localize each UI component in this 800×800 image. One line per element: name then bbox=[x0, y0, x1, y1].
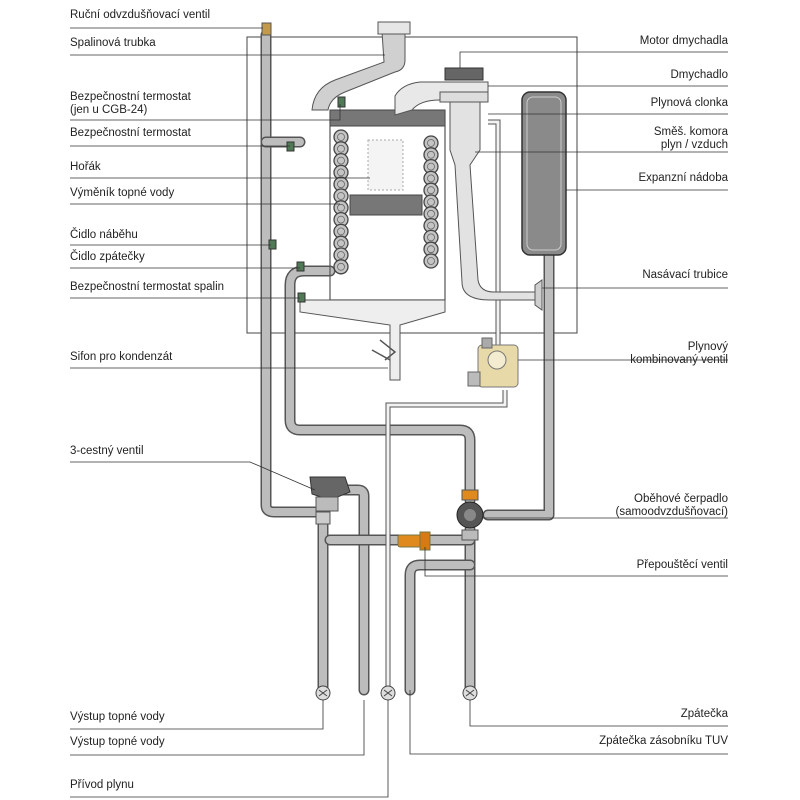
label-sifon-pro-kondenzat: Sifon pro kondenzát bbox=[70, 351, 173, 363]
coil-turn-inner bbox=[427, 150, 435, 159]
label-vymenik-topne-vody: Výměník topné vody bbox=[70, 187, 174, 199]
burner bbox=[367, 139, 404, 191]
coil-turn bbox=[423, 253, 439, 269]
coil-turn-inner bbox=[427, 245, 435, 254]
coil-turn-inner bbox=[337, 192, 345, 200]
coil-turn-inner bbox=[337, 133, 345, 141]
flow-sensor bbox=[268, 239, 277, 250]
coil-turn-inner bbox=[337, 203, 345, 212]
bottom-fittings bbox=[315, 685, 478, 701]
label-prepousteci-ventil: Přepouštěcí ventil bbox=[637, 559, 728, 571]
blower-assembly bbox=[394, 67, 543, 311]
expansion-tank bbox=[521, 91, 567, 256]
label-line: Směš. komora bbox=[654, 126, 729, 138]
label-zpatecka: Zpátečka bbox=[681, 708, 729, 720]
coil-turn-inner bbox=[337, 251, 345, 259]
bypass-valve bbox=[397, 531, 431, 551]
coils-left bbox=[333, 129, 349, 275]
label-trojcestny-ventil: 3-cestný ventil bbox=[70, 445, 144, 457]
leader-line-zpatecka bbox=[469, 700, 728, 727]
heat-exchanger bbox=[299, 109, 446, 381]
manual-air-vent bbox=[261, 22, 272, 36]
label-bezpecnostni-termostat-spalin: Bezpečnostní termostat spalin bbox=[70, 281, 224, 293]
coil-turn-inner bbox=[427, 198, 435, 206]
label-plynova-clonka: Plynová clonka bbox=[651, 97, 729, 109]
pipe-fitting-mark bbox=[465, 689, 475, 697]
label-line: Plynový bbox=[688, 341, 729, 353]
coil-turn-inner bbox=[337, 239, 345, 248]
pipe-fitting-mark bbox=[383, 689, 393, 697]
coil-turn-inner bbox=[337, 215, 345, 224]
coil-turn-inner bbox=[427, 257, 435, 265]
leader-line-vystup-topne-vody-2 bbox=[70, 700, 365, 756]
gas-combination-valve bbox=[467, 337, 519, 388]
flue-gas-thermostat-sensor bbox=[297, 292, 306, 303]
label-line: Bezpečnostní termostat bbox=[70, 91, 192, 103]
safety-thermostat-cgb-sensor bbox=[337, 96, 346, 108]
coil-turn-inner bbox=[427, 221, 435, 230]
label-line: Oběhové čerpadlo bbox=[634, 493, 728, 505]
circulation-pump bbox=[456, 489, 484, 541]
sensors bbox=[261, 22, 346, 303]
label-horak: Hořák bbox=[70, 161, 101, 173]
blower-motor bbox=[444, 67, 484, 81]
label-spalinova-trubka: Spalinová trubka bbox=[70, 37, 156, 49]
label-line: (jen u CGB-24) bbox=[70, 104, 148, 116]
label-privod-plynu: Přívod plynu bbox=[70, 779, 134, 791]
label-line: (samoodvzdušňovací) bbox=[616, 506, 729, 518]
coil-turn-inner bbox=[337, 144, 345, 153]
leader-line-zpatecka-zasobniku bbox=[409, 690, 728, 755]
flue-pipe bbox=[311, 31, 406, 111]
label-expanzni-nadoba: Expanzní nádoba bbox=[638, 172, 728, 184]
leader-line-bezpecnostni-termostat-cgb bbox=[70, 104, 341, 121]
label-motor-dmychadla: Motor dmychadla bbox=[640, 35, 729, 47]
coil-turn-inner bbox=[427, 186, 435, 195]
coil-turn-inner bbox=[337, 180, 345, 189]
label-bezpecnostni-termostat: Bezpečnostní termostat bbox=[70, 127, 192, 139]
label-cidlo-zpatecky: Čidlo zpátečky bbox=[70, 250, 145, 263]
label-dmychadlo: Dmychadlo bbox=[670, 69, 728, 81]
flue-cap bbox=[377, 21, 411, 35]
leader-line-privod-plynu bbox=[70, 700, 389, 798]
boiler-casing bbox=[246, 36, 578, 334]
coil-turn-inner bbox=[427, 209, 435, 218]
coils-right bbox=[423, 135, 439, 269]
label-zpatecka-zasobniku: Zpátečka zásobníku TUV bbox=[599, 735, 728, 747]
leader-line-vystup-topne-vody-1 bbox=[70, 700, 324, 730]
safety-thermostat-sensor bbox=[286, 141, 295, 152]
label-line: plyn / vzduch bbox=[661, 139, 728, 151]
label-obehove-cerpadlo: Oběhové čerpadlo(samoodvzdušňovací) bbox=[616, 493, 729, 518]
label-vystup-topne-vody-2: Výstup topné vody bbox=[70, 736, 165, 748]
label-bezpecnostni-termostat-cgb: Bezpečnostní termostat(jen u CGB-24) bbox=[70, 91, 192, 116]
three-way-valve bbox=[309, 476, 351, 525]
label-nasavaci-trubice: Nasávací trubice bbox=[642, 269, 728, 281]
coil-turn bbox=[333, 259, 349, 275]
return-sensor bbox=[296, 261, 305, 272]
condensate-siphon bbox=[371, 339, 397, 361]
intake-tube-end bbox=[534, 279, 543, 311]
coil-turn-inner bbox=[337, 262, 345, 271]
leader-line-prepousteci-ventil bbox=[424, 547, 728, 577]
coil-turn-inner bbox=[427, 162, 435, 171]
coil-turn-inner bbox=[337, 227, 345, 236]
leader-line-motor-dmychadla bbox=[459, 51, 728, 68]
label-vystup-topne-vody-1: Výstup topné vody bbox=[70, 711, 165, 723]
pipe-fitting-mark bbox=[318, 689, 328, 697]
coil-turn-inner bbox=[427, 139, 435, 147]
coil-turn-inner bbox=[337, 156, 345, 165]
label-cidlo-nabehu: Čidlo náběhu bbox=[70, 228, 138, 241]
leader-line-trojcestny-ventil bbox=[70, 461, 316, 491]
coil-turn-inner bbox=[427, 174, 435, 183]
label-rucni-odvzdusnovaci-ventil: Ruční odvzdušňovací ventil bbox=[70, 9, 210, 21]
coil-turn-inner bbox=[427, 233, 435, 242]
coil-turn-inner bbox=[337, 168, 345, 177]
